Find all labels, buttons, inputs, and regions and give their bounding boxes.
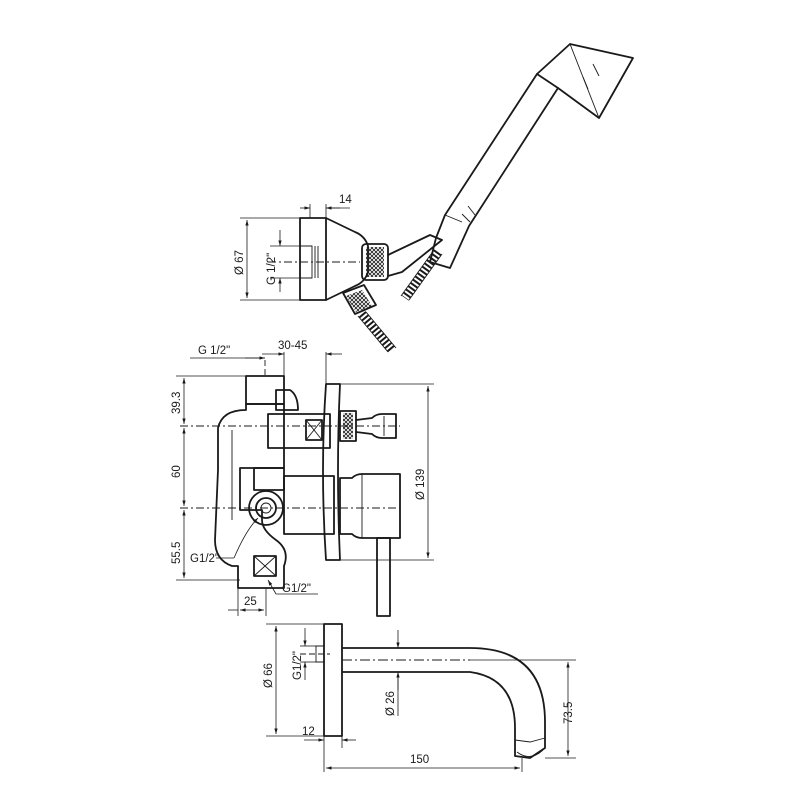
mixer-dimensions: G 1/2" 30-45 39.3 60 55.5 Ø 139 G1: [171, 340, 434, 616]
dim-mixer-width: 25: [244, 596, 257, 608]
dim-outlet-thread-left: G1/2": [190, 553, 219, 565]
mixer-middle-tube: [253, 467, 285, 491]
dim-outlet-thread-bottom: G1/2": [282, 583, 311, 595]
dim-cover-plate-diameter: Ø 139: [415, 469, 427, 500]
shower-hose-lower: [342, 284, 397, 353]
spout-pipe: [341, 647, 546, 759]
cartridge-housing: [283, 475, 335, 535]
spout-flange: [323, 623, 343, 737]
shower-arm: [387, 234, 443, 277]
hand-shower-view: 14 Ø 67 G 1/2": [234, 43, 634, 353]
spout-view: Ø 66 G1/2" Ø 26 73.5 12: [263, 623, 576, 772]
diverter-cartridge: [267, 413, 331, 449]
dim-spout-flange-depth: 12: [302, 726, 315, 738]
mixer-body-view: G 1/2" 30-45 39.3 60 55.5 Ø 139 G1: [171, 340, 434, 617]
dim-spout-length: 150: [410, 754, 429, 766]
shower-wall-bracket: [268, 217, 369, 301]
dim-shower-thread: G 1/2": [266, 253, 278, 285]
dim-shower-diameter: Ø 67: [234, 250, 246, 275]
dim-shower-depth: 14: [339, 194, 352, 206]
spout-dimensions: Ø 66 G1/2" Ø 26 73.5 12: [263, 623, 576, 772]
dim-spout-thread: G1/2": [292, 651, 304, 680]
dim-spout-flange-diameter: Ø 66: [263, 663, 275, 688]
dim-mixer-depth-range: 30-45: [278, 340, 307, 352]
shower-head: [536, 43, 634, 119]
shower-dimensions: 14 Ø 67 G 1/2": [234, 194, 352, 301]
shower-handle: [429, 73, 559, 269]
dim-mixer-top: 39.3: [171, 392, 183, 414]
dim-spout-pipe-diameter: Ø 26: [385, 691, 397, 716]
outlet-plug-bottom: [253, 555, 277, 577]
dim-mixer-bottom: 55.5: [171, 542, 183, 564]
dim-spout-height: 73.5: [563, 702, 575, 724]
dim-mixer-inlet-thread: G 1/2": [198, 345, 230, 357]
shower-hose-upper: [400, 249, 443, 301]
shower-swivel-nut: [361, 243, 389, 281]
mixer-top-cap: [275, 389, 299, 411]
dim-mixer-middle: 60: [171, 465, 183, 478]
mixer-inlet-pipe: [245, 360, 285, 405]
mixer-lever-handle: [339, 473, 401, 617]
